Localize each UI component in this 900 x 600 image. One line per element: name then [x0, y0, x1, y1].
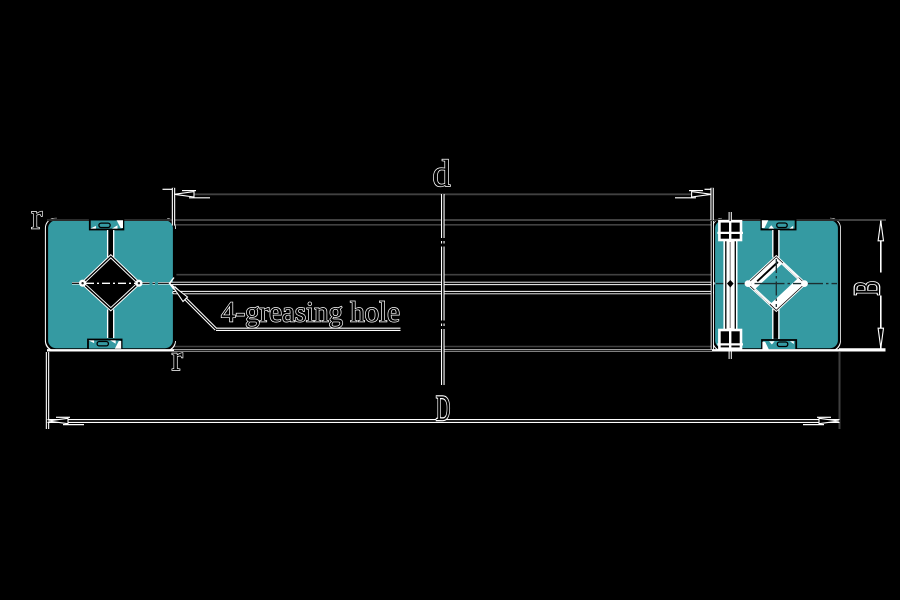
svg-text:D: D: [436, 388, 450, 428]
svg-text:r: r: [172, 338, 183, 378]
svg-text:4-greasing hole: 4-greasing hole: [221, 296, 400, 328]
svg-text:r: r: [31, 197, 42, 237]
svg-text:d: d: [432, 153, 450, 195]
svg-text:B: B: [847, 281, 888, 295]
